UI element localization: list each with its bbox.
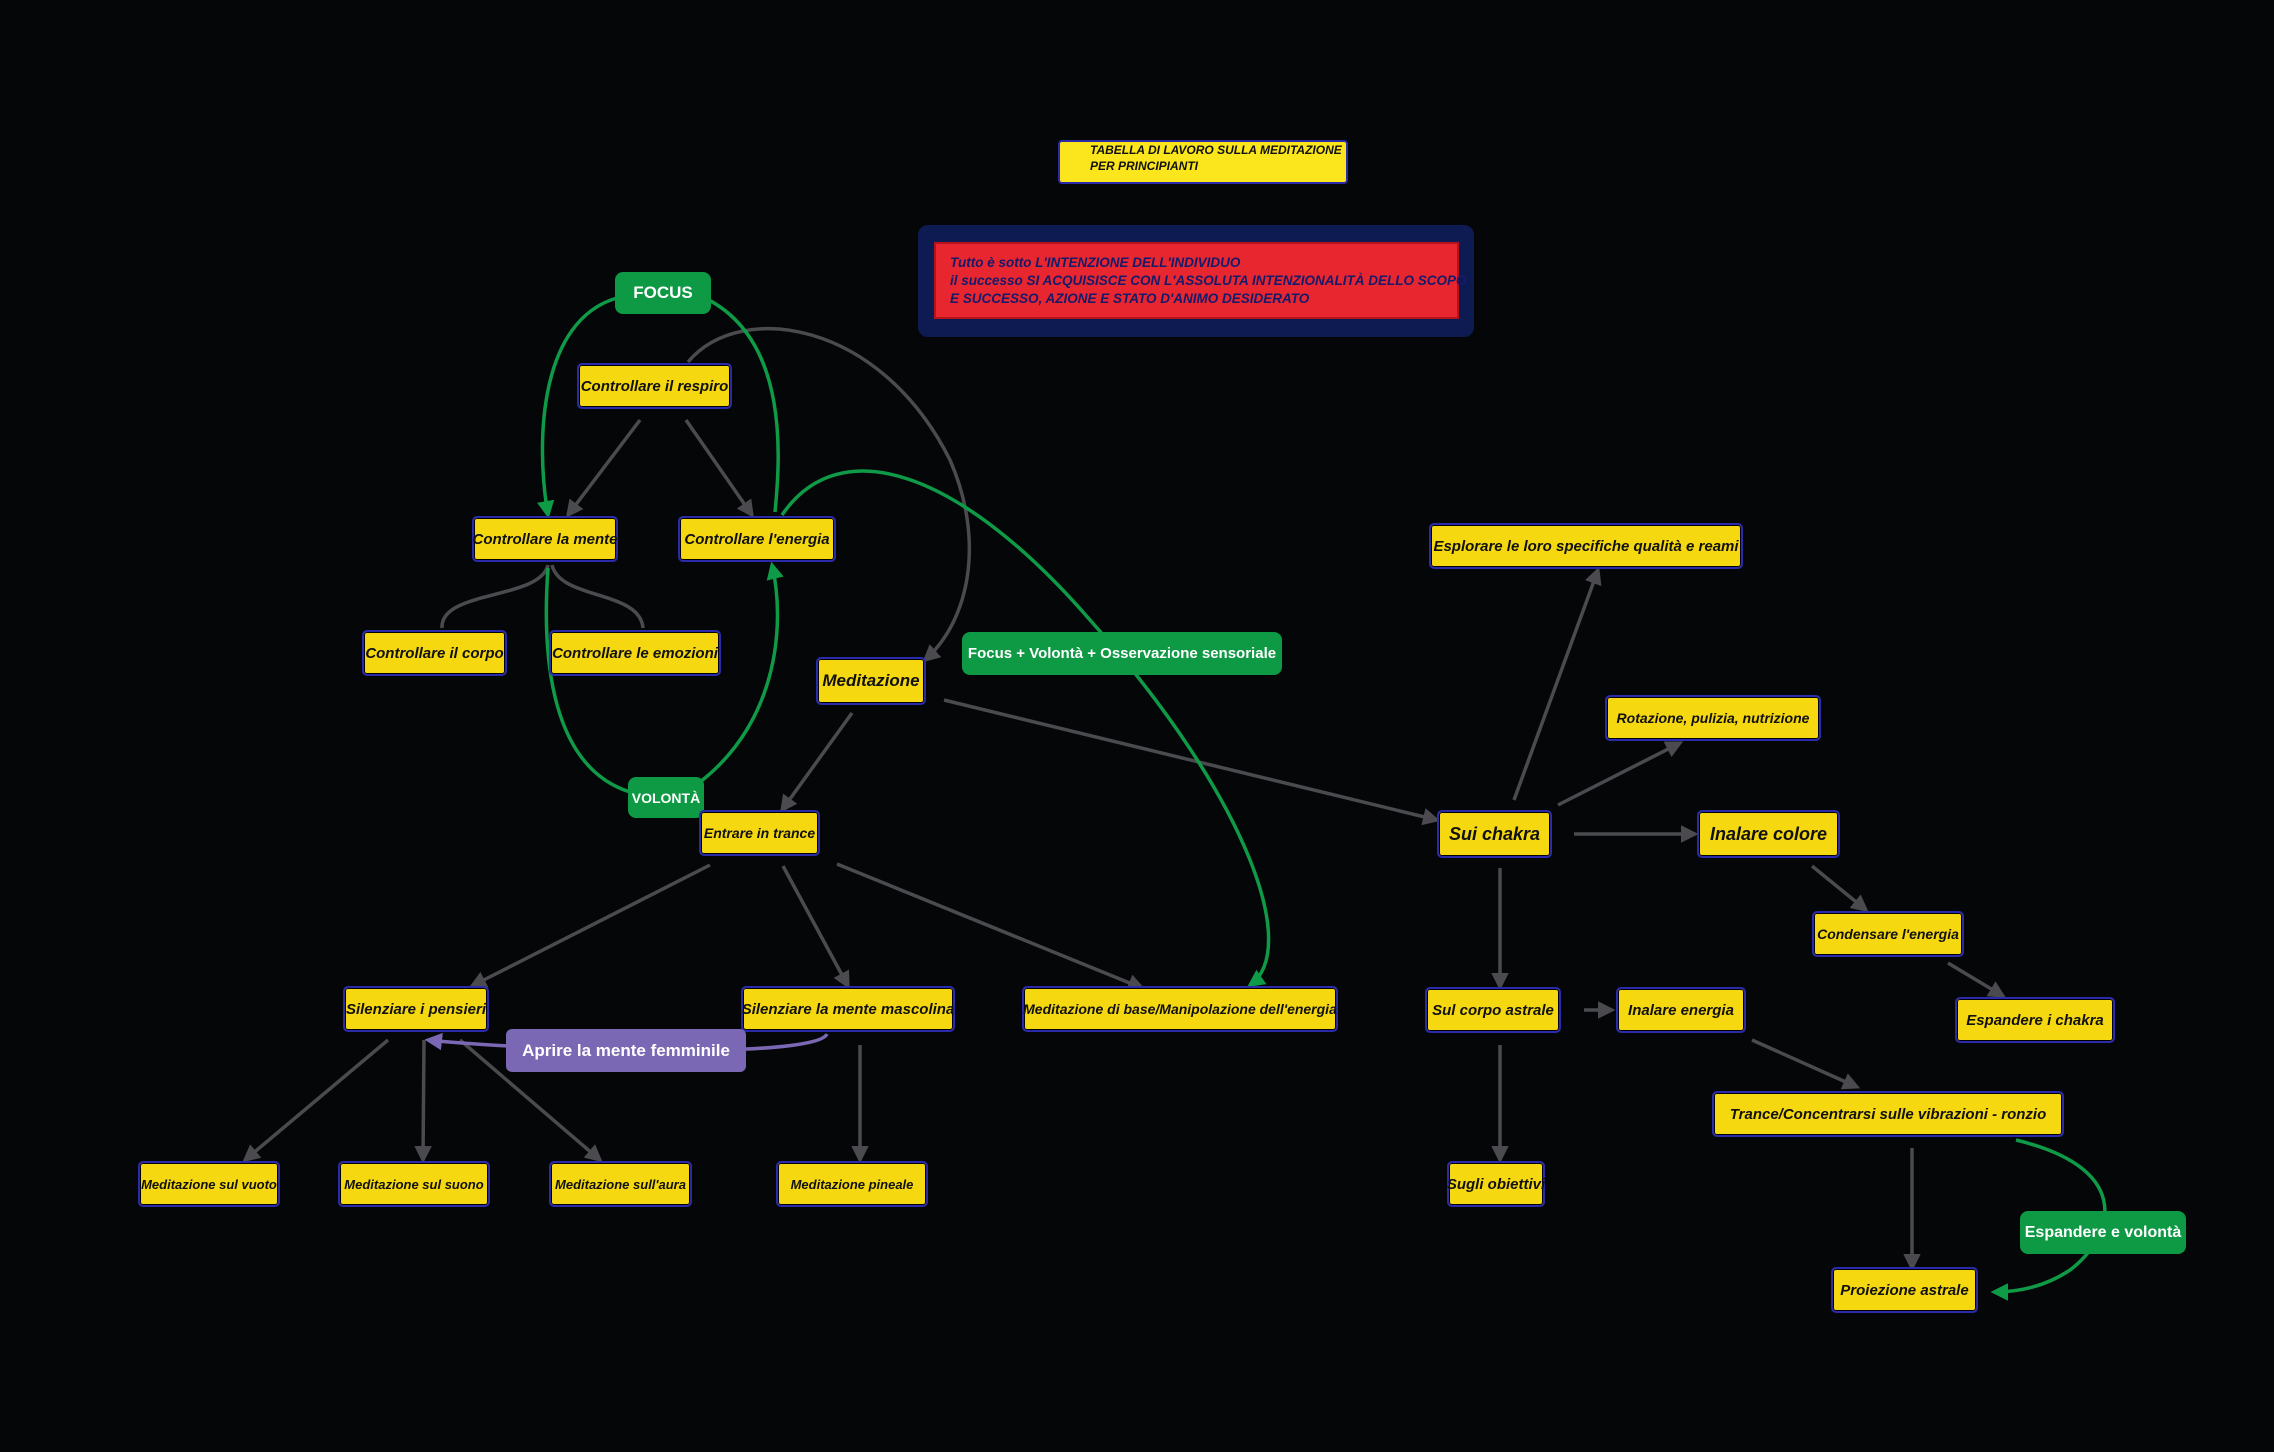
node-focus[interactable]: FOCUS xyxy=(615,272,711,314)
edge-volonta-mente xyxy=(544,567,631,794)
edge-chakra-rotazione xyxy=(1557,741,1684,807)
edge-pensieri-vuoto xyxy=(242,1038,390,1163)
edge-vibrazioni-proiezione-volonta xyxy=(1990,1138,2107,1301)
node-esplorare[interactable]: Esplorare le loro specifiche qualità e r… xyxy=(1429,523,1743,569)
node-condensare-energia[interactable]: Condensare l'energia xyxy=(1812,911,1964,957)
node-controllare-respiro[interactable]: Controllare il respiro xyxy=(577,363,732,409)
edge-colore-condensare xyxy=(1810,864,1869,913)
edge-focus-mente xyxy=(536,296,618,519)
node-controllare-energia[interactable]: Controllare l'energia xyxy=(678,516,836,562)
edge-condensare-espandere xyxy=(1947,961,2007,998)
edge-trance-pensieri xyxy=(468,863,711,988)
edge-volonta-energia xyxy=(698,561,784,784)
edge-focus-energia xyxy=(704,296,780,513)
node-silenziare-pensieri[interactable]: Silenziare i pensieri xyxy=(343,986,489,1032)
edge-respiro-mente xyxy=(565,418,642,518)
node-meditazione-base[interactable]: Meditazione di base/Manipolazione dell'e… xyxy=(1022,986,1338,1032)
node-trance-vibrazioni[interactable]: Trance/Concentrarsi sulle vibrazioni - r… xyxy=(1712,1091,2064,1137)
note-line-3: E SUCCESSO, AZIONE E STATO D'ANIMO DESID… xyxy=(950,291,1310,306)
edge-energia-base xyxy=(780,469,1271,988)
note-line-1: Tutto è sotto L'INTENZIONE DELL'INDIVIDU… xyxy=(950,255,1241,270)
node-focus-volonta-osservazione[interactable]: Focus + Volontà + Osservazione sensorial… xyxy=(962,632,1282,675)
edge-mente-emozioni xyxy=(550,564,645,629)
edge-meditazione-chakra xyxy=(943,698,1441,826)
node-sugli-obiettivi[interactable]: Sugli obiettivi xyxy=(1447,1161,1545,1207)
node-sul-corpo-astrale[interactable]: Sul corpo astrale xyxy=(1425,987,1561,1033)
node-volonta[interactable]: VOLONTÀ xyxy=(628,777,704,818)
intention-note: Tutto è sotto L'INTENZIONE DELL'INDIVIDU… xyxy=(934,242,1467,319)
node-rotazione-pulizia-nutrizione[interactable]: Rotazione, pulizia, nutrizione xyxy=(1605,695,1821,741)
title-line-2: PER PRINCIPIANTI xyxy=(1090,159,1199,173)
note-line-2: il successo SI ACQUISISCE CON L'ASSOLUTA… xyxy=(950,273,1467,288)
edge-inalare-trance xyxy=(1751,1038,1861,1090)
node-controllare-corpo[interactable]: Controllare il corpo xyxy=(362,630,507,676)
edge-meditazione-trance xyxy=(779,711,854,813)
node-silenziare-mente-mascolina[interactable]: Silenziare la mente mascolina xyxy=(741,986,955,1032)
node-meditazione[interactable]: Meditazione xyxy=(816,657,926,705)
node-meditazione-suono[interactable]: Meditazione sul suono xyxy=(338,1161,490,1207)
node-controllare-mente[interactable]: Controllare la mente xyxy=(472,516,618,562)
node-proiezione-astrale[interactable]: Proiezione astrale xyxy=(1831,1267,1978,1313)
node-meditazione-vuoto[interactable]: Meditazione sul vuoto xyxy=(138,1161,280,1207)
edge-trance-base xyxy=(836,862,1146,991)
edge-mente-corpo xyxy=(440,564,550,629)
edge-respiro-energia xyxy=(684,419,754,518)
node-entrare-trance[interactable]: Entrare in trance xyxy=(699,810,820,856)
edge-pensieri-aura xyxy=(458,1038,603,1163)
edge-pensieri-suono xyxy=(414,1039,432,1164)
title-line-1: TABELLA DI LAVORO SULLA MEDITAZIONE xyxy=(1090,143,1342,157)
edge-respiro-meditazione xyxy=(686,326,972,663)
node-controllare-emozioni[interactable]: Controllare le emozioni xyxy=(549,630,721,676)
node-meditazione-aura[interactable]: Meditazione sull'aura xyxy=(549,1161,692,1207)
node-espandere-chakra[interactable]: Espandere i chakra xyxy=(1955,997,2115,1043)
node-aprire-mente-femminile[interactable]: Aprire la mente femminile xyxy=(506,1029,746,1072)
node-inalare-colore[interactable]: Inalare colore xyxy=(1697,810,1840,858)
node-sui-chakra[interactable]: Sui chakra xyxy=(1437,810,1552,858)
node-inalare-energia[interactable]: Inalare energia xyxy=(1616,987,1746,1033)
node-espandere-volonta[interactable]: Espandere e volontà xyxy=(2020,1211,2186,1254)
node-meditazione-pineale[interactable]: Meditazione pineale xyxy=(776,1161,928,1207)
title-box: TABELLA DI LAVORO SULLA MEDITAZIONE PER … xyxy=(1058,140,1348,184)
edge-chakra-esplorare xyxy=(1512,566,1602,801)
edge-trance-mascolina xyxy=(781,865,850,990)
